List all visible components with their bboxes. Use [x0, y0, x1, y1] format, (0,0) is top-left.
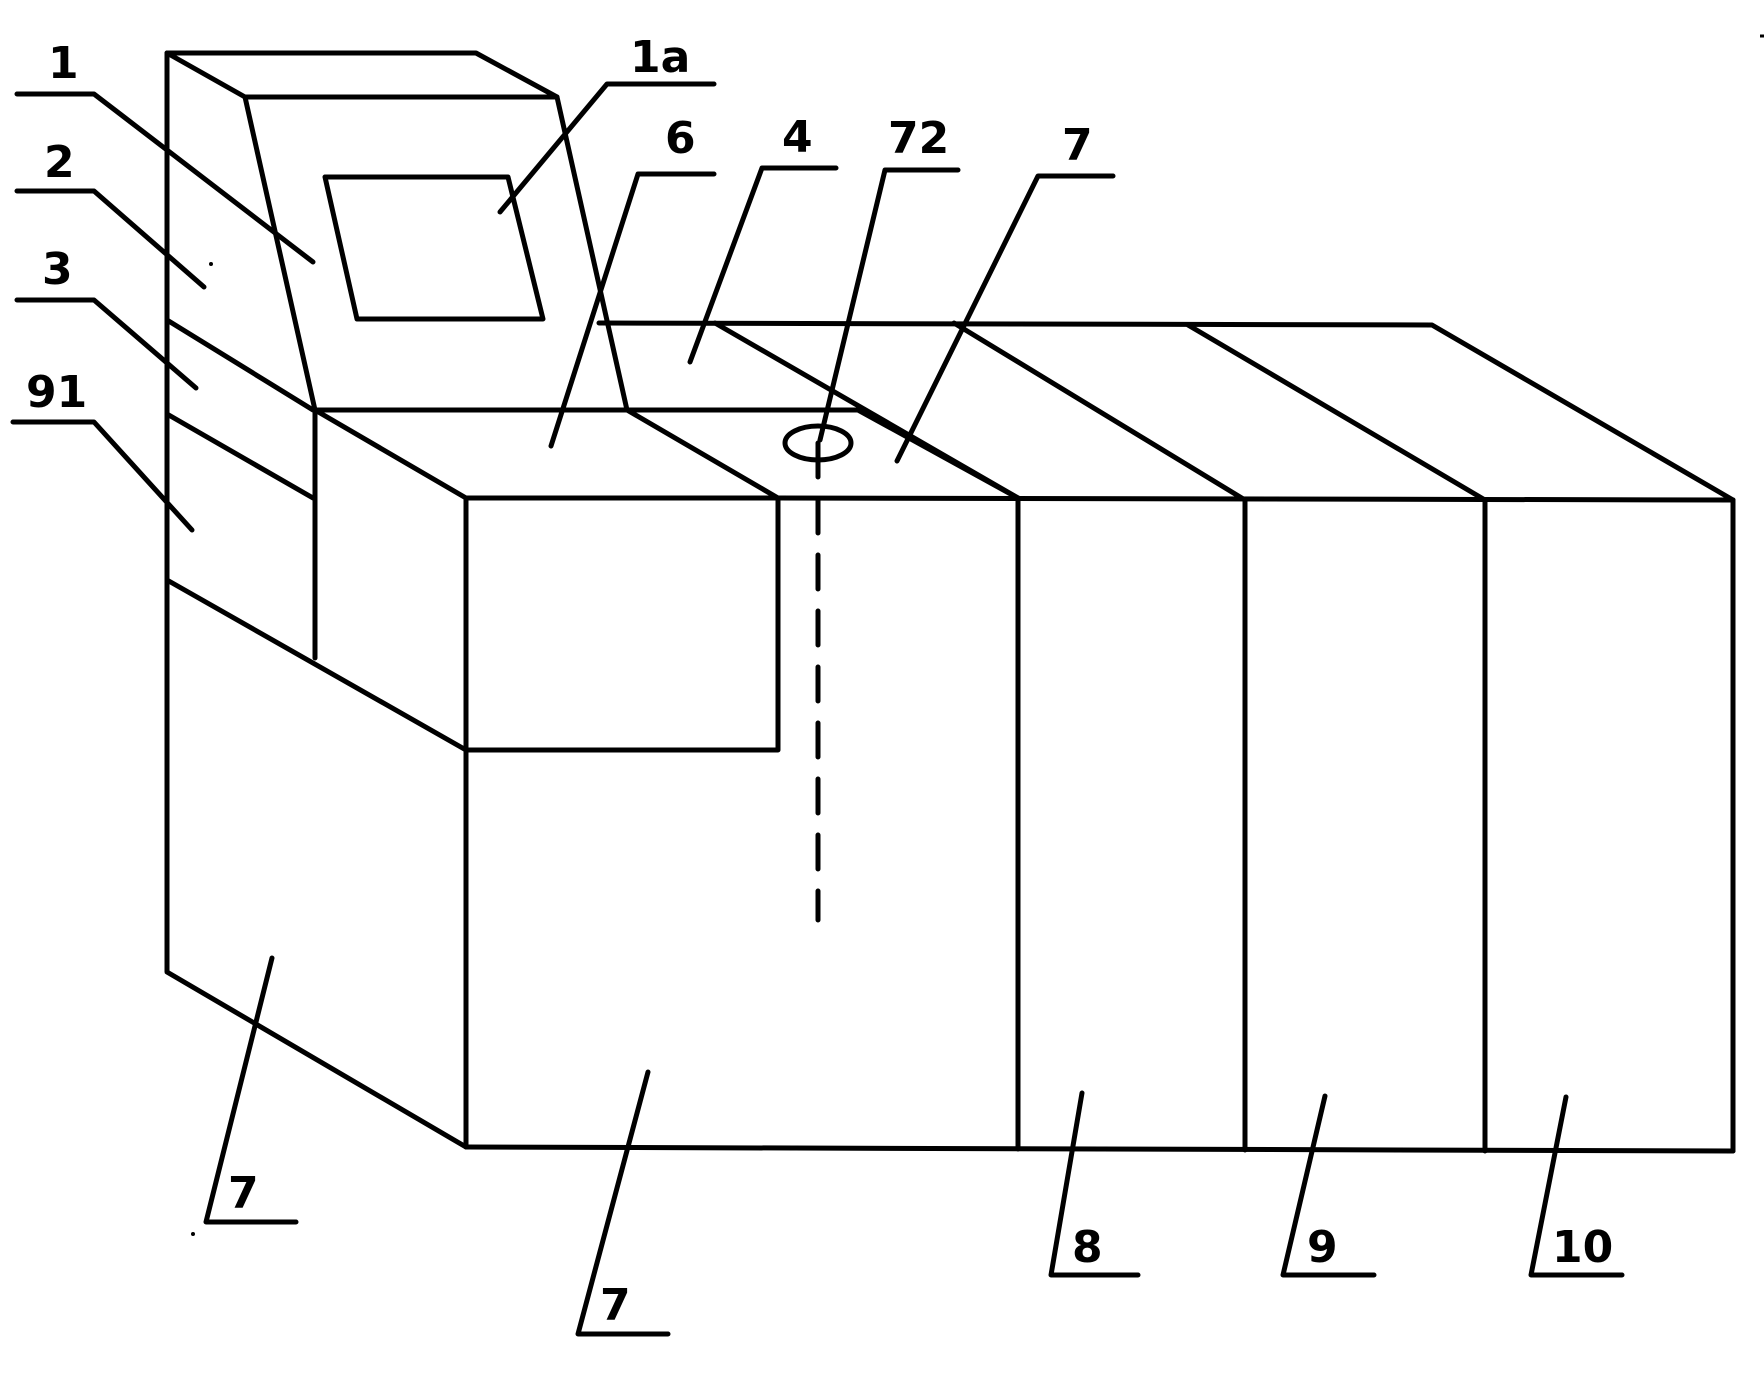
label-3: 3: [42, 244, 73, 295]
leader-91: [10, 419, 195, 533]
leader-2: [14, 188, 207, 290]
label-1: 1: [48, 38, 79, 89]
console-front-left-edge: [242, 94, 318, 661]
leader-72: [817, 167, 961, 443]
leader-7-left: [203, 955, 299, 1225]
console-front-right-edge: [554, 94, 630, 413]
leader-10: [1528, 1094, 1625, 1278]
label-72: 72: [888, 113, 949, 164]
leader-7-top: [894, 173, 1116, 464]
console-top-edge: [164, 50, 560, 100]
label-6: 6: [665, 113, 696, 164]
display-screen: [322, 174, 546, 322]
speck-dot: [191, 1232, 195, 1236]
leader-1a: [497, 81, 717, 215]
label-2: 2: [44, 137, 75, 188]
label-91: 91: [26, 367, 87, 418]
body-top-back-edge: [596, 320, 1736, 503]
left-side-panel: [164, 50, 469, 1150]
leader-4: [687, 165, 839, 365]
label-1a: 1a: [630, 32, 690, 83]
left-side-divider-2: [164, 317, 316, 413]
label-8: 8: [1072, 1222, 1103, 1273]
label-7-top: 7: [1062, 120, 1093, 171]
top-divider-4: [712, 320, 1021, 501]
label-10: 10: [1552, 1222, 1613, 1273]
label-7-front: 7: [600, 1280, 631, 1331]
label-9: 9: [1307, 1222, 1338, 1273]
left-side-divider-3: [164, 411, 316, 501]
label-4: 4: [782, 112, 813, 163]
step-block-left-top: [312, 407, 469, 501]
top-divider-9: [1185, 322, 1488, 503]
leader-6: [548, 171, 717, 449]
step-block-front: [463, 495, 781, 753]
speck-dot: [209, 262, 213, 266]
leader-1: [14, 91, 316, 265]
leader-7-front: [575, 1069, 671, 1337]
body-front-bottom-edge: [463, 1144, 1736, 1154]
body-front-top-edge: [775, 495, 1736, 503]
label-7-left: 7: [228, 1168, 259, 1219]
leader-9: [1280, 1093, 1377, 1278]
top-divider-8: [951, 320, 1248, 503]
left-side-divider-91: [164, 577, 469, 753]
leader-8: [1048, 1090, 1141, 1278]
leader-3: [14, 297, 199, 391]
step-block-top-right: [624, 407, 781, 501]
